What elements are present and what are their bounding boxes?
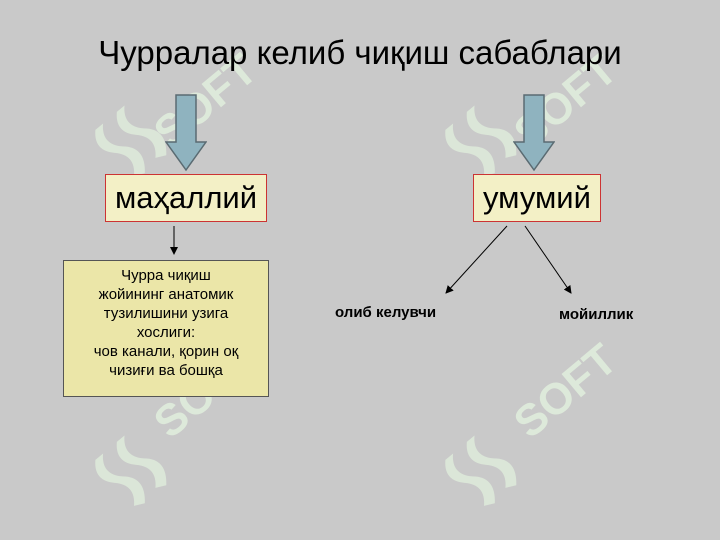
description-line: тузилишини узига [103, 305, 229, 322]
description-line: чизиғи ва бошқа [109, 362, 223, 379]
local-cause-box: маҳаллий [105, 174, 267, 222]
fat-connector-arrow [524, 225, 572, 294]
fat-branch-label: мойиллик [559, 306, 634, 323]
description-line: чов канали, қорин оқ [93, 343, 239, 360]
description-line: Чурра чиқиш [121, 267, 211, 284]
down-arrow-icon [513, 94, 555, 172]
description-line: хослиги: [136, 324, 196, 341]
watermark-logo-icon [445, 105, 517, 176]
watermark-logo-icon [95, 105, 167, 176]
general-cause-box: умумий [473, 174, 601, 222]
acquired-branch-label: олиб келувчи [335, 304, 437, 321]
acquired-connector-arrow [445, 225, 508, 294]
watermark-logo-icon [445, 435, 517, 506]
local-description-box: Чурра чиқиш жойининг анатомик тузилишини… [63, 260, 269, 397]
page-title: Чурралар келиб чиқиш сабаблари [98, 34, 622, 71]
description-line: жойининг анатомик [98, 286, 234, 303]
down-arrow-icon [165, 94, 207, 172]
watermark-logo-icon [95, 435, 167, 506]
